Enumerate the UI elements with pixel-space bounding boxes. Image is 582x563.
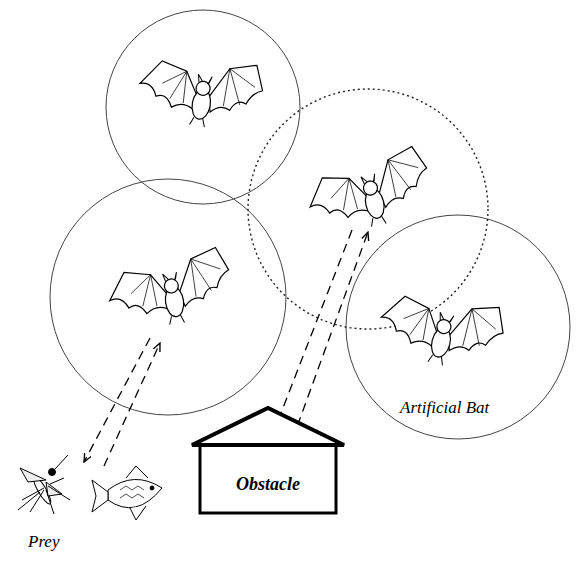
obstacle-house: Obstacle [190,404,346,516]
house-outline [190,404,346,516]
prey-label: Prey [28,532,59,552]
artificial-bat-label: Artificial Bat [400,398,489,418]
obstacle-label: Obstacle [190,474,346,495]
